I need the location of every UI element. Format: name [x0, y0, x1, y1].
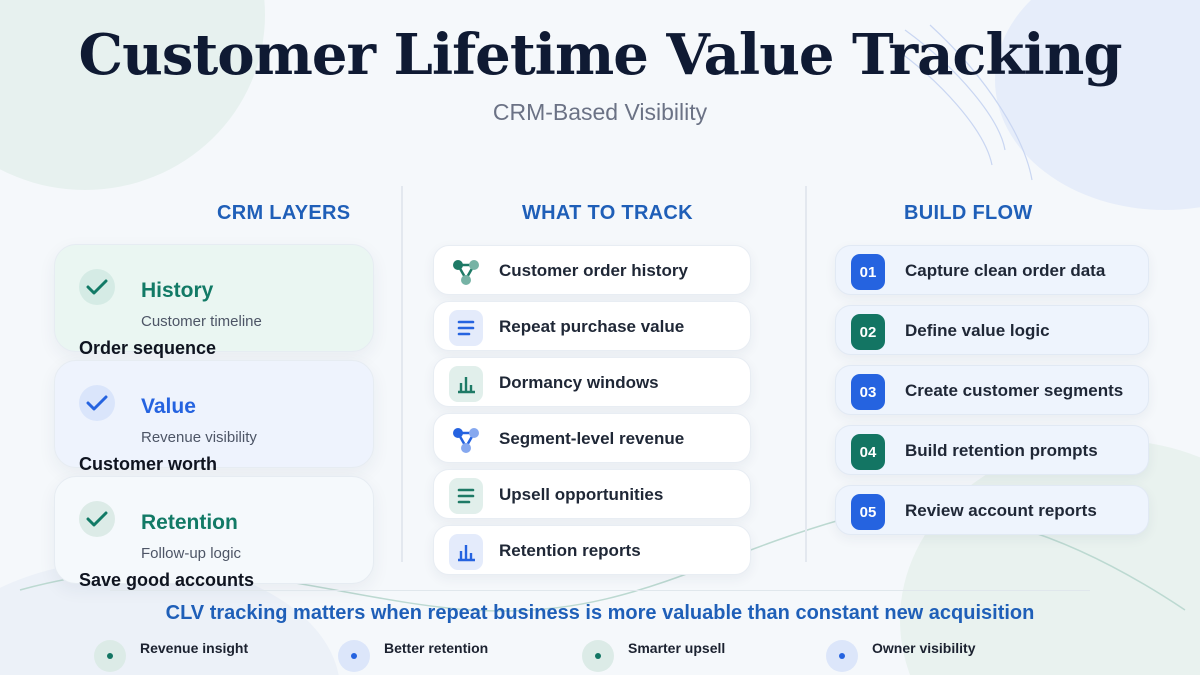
- build-flow-step: 04 Build retention prompts: [835, 425, 1149, 475]
- track-item: Repeat purchase value: [433, 301, 751, 351]
- track-label: Upsell opportunities: [499, 485, 664, 504]
- bullet-dot-icon: [582, 640, 614, 672]
- bar-chart-icon: [449, 366, 483, 402]
- what-to-track-heading: WHAT TO TRACK: [522, 202, 693, 224]
- step-label: Create customer segments: [905, 381, 1124, 400]
- crm-layers-heading: CRM LAYERS: [217, 202, 351, 224]
- column-divider: [805, 186, 807, 562]
- step-number-badge: 01: [851, 254, 885, 290]
- page-title: Customer Lifetime Value Tracking: [78, 22, 1123, 88]
- network-icon: [449, 254, 483, 290]
- bullet-dot-icon: [826, 640, 858, 672]
- build-flow-step: 01 Capture clean order data: [835, 245, 1149, 295]
- bullet-dot-icon: [94, 640, 126, 672]
- layer-name: History: [141, 279, 214, 302]
- step-number-badge: 05: [851, 494, 885, 530]
- step-label: Review account reports: [905, 501, 1097, 520]
- track-item: Segment-level revenue: [433, 413, 751, 463]
- page-subtitle: CRM-Based Visibility: [492, 99, 708, 125]
- track-item: Retention reports: [433, 525, 751, 575]
- layer-desc: Revenue visibility: [141, 429, 257, 446]
- layer-tag: Save good accounts: [79, 570, 255, 590]
- track-item: Dormancy windows: [433, 357, 751, 407]
- layer-name: Value: [141, 395, 196, 418]
- track-item: Customer order history: [433, 245, 751, 295]
- track-label: Customer order history: [499, 261, 688, 280]
- step-number-badge: 03: [851, 374, 885, 410]
- lines-icon: [449, 478, 483, 514]
- benefit-label: Revenue insight: [140, 640, 249, 656]
- column-divider: [401, 186, 403, 562]
- lines-icon: [449, 310, 483, 346]
- track-label: Repeat purchase value: [499, 317, 685, 336]
- layer-tag: Customer worth: [79, 454, 218, 474]
- step-label: Capture clean order data: [905, 261, 1106, 280]
- build-flow-step: 03 Create customer segments: [835, 365, 1149, 415]
- layer-card-retention: Retention Follow-up logic Save good acco…: [54, 476, 374, 590]
- benefit-label: Better retention: [384, 640, 489, 656]
- track-label: Dormancy windows: [499, 373, 659, 392]
- step-number-badge: 04: [851, 434, 885, 470]
- layer-card-value: Value Revenue visibility Customer worth: [54, 360, 374, 474]
- step-label: Build retention prompts: [905, 441, 1098, 460]
- bar-chart-icon: [449, 534, 483, 570]
- track-label: Retention reports: [499, 541, 641, 560]
- build-flow-heading: BUILD FLOW: [904, 202, 1033, 224]
- network-icon: [449, 422, 483, 458]
- check-icon: [79, 385, 115, 421]
- layer-desc: Customer timeline: [141, 313, 262, 330]
- check-icon: [79, 501, 115, 537]
- layer-tag: Order sequence: [79, 338, 217, 358]
- benefit-label: Smarter upsell: [628, 640, 726, 656]
- bullet-dot-icon: [338, 640, 370, 672]
- build-flow-step: 02 Define value logic: [835, 305, 1149, 355]
- layer-desc: Follow-up logic: [141, 545, 242, 562]
- step-number-badge: 02: [851, 314, 885, 350]
- build-flow-step: 05 Review account reports: [835, 485, 1149, 535]
- benefit-label: Owner visibility: [872, 640, 976, 656]
- track-item: Upsell opportunities: [433, 469, 751, 519]
- track-label: Segment-level revenue: [499, 429, 685, 448]
- layer-name: Retention: [141, 511, 238, 534]
- layer-card-history: History Customer timeline Order sequence: [54, 244, 374, 358]
- footer-divider: [110, 590, 1090, 591]
- step-label: Define value logic: [905, 321, 1050, 340]
- check-icon: [79, 269, 115, 305]
- tagline: CLV tracking matters when repeat busines…: [165, 602, 1035, 624]
